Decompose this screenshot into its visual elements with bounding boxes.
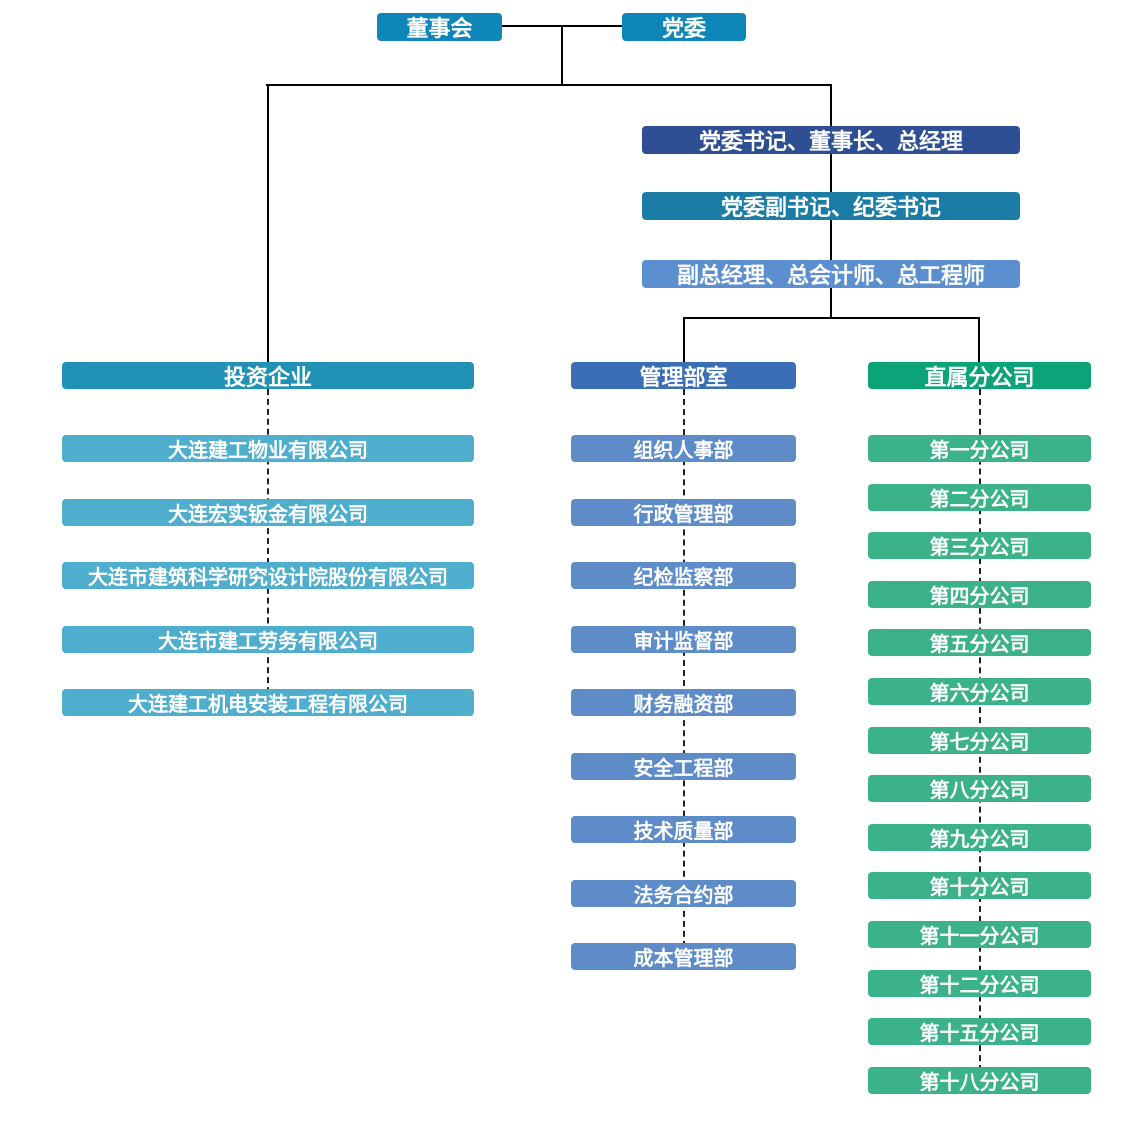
org-node-branch: 第六分公司	[868, 677, 1091, 705]
org-node-investment: 大连建工物业有限公司	[62, 435, 474, 462]
branch-items: 第一分公司第二分公司第三分公司第四分公司第五分公司第六分公司第七分公司第八分公司…	[868, 435, 1091, 1094]
node-deputy-gm-chief-accountant-engineer: 副总经理、总会计师、总工程师	[642, 260, 1020, 288]
org-node-investment: 大连建工机电安装工程有限公司	[62, 689, 474, 716]
column-header-management: 管理部室	[571, 362, 796, 390]
org-node-branch: 第一分公司	[868, 435, 1091, 462]
org-node-department: 纪检监察部	[571, 562, 796, 589]
column-direct-branches: 直属分公司 第一分公司第二分公司第三分公司第四分公司第五分公司第六分公司第七分公…	[868, 362, 1091, 1094]
column-header-branches: 直属分公司	[868, 362, 1091, 390]
org-node-department: 安全工程部	[571, 752, 796, 780]
org-node-branch: 第十五分公司	[868, 1018, 1091, 1046]
org-node-investment: 大连市建筑科学研究设计院股份有限公司	[62, 562, 474, 589]
connector-line	[267, 84, 269, 362]
management-items: 组织人事部行政管理部纪检监察部审计监督部财务融资部安全工程部技术质量部法务合约部…	[571, 435, 796, 970]
org-node-department: 成本管理部	[571, 943, 796, 970]
org-node-investment: 大连宏实钣金有限公司	[62, 498, 474, 526]
org-node-branch: 第八分公司	[868, 775, 1091, 803]
column-management-departments: 管理部室 组织人事部行政管理部纪检监察部审计监督部财务融资部安全工程部技术质量部…	[571, 362, 796, 970]
connector-line	[683, 317, 685, 362]
connector-line	[266, 84, 832, 86]
node-board-of-directors: 董事会	[377, 13, 502, 41]
dashed-connector	[682, 389, 685, 957]
column-header-investment: 投资企业	[62, 362, 474, 390]
connector-line	[978, 317, 980, 362]
org-node-branch: 第三分公司	[868, 532, 1091, 560]
org-node-branch: 第十一分公司	[868, 920, 1091, 948]
org-node-branch: 第二分公司	[868, 483, 1091, 511]
org-node-branch: 第五分公司	[868, 629, 1091, 657]
connector-line	[683, 317, 980, 319]
org-node-branch: 第十八分公司	[868, 1066, 1091, 1094]
node-party-secretary-chairman-gm: 党委书记、董事长、总经理	[642, 126, 1020, 154]
connector-line	[830, 154, 832, 192]
connector-line	[561, 26, 563, 84]
org-node-department: 技术质量部	[571, 816, 796, 843]
org-node-department: 审计监督部	[571, 625, 796, 653]
connector-line	[830, 288, 832, 318]
org-node-department: 组织人事部	[571, 435, 796, 462]
node-deputy-party-secretary: 党委副书记、纪委书记	[642, 192, 1020, 220]
org-node-investment: 大连市建工劳务有限公司	[62, 625, 474, 653]
connector-line	[830, 84, 832, 126]
org-node-department: 财务融资部	[571, 689, 796, 716]
dashed-connector	[267, 389, 269, 703]
column-investment-enterprises: 投资企业 大连建工物业有限公司大连宏实钣金有限公司大连市建筑科学研究设计院股份有…	[62, 362, 474, 716]
node-party-committee: 党委	[622, 13, 746, 41]
connector-line	[830, 220, 832, 260]
org-node-branch: 第十二分公司	[868, 969, 1091, 997]
org-node-department: 行政管理部	[571, 498, 796, 526]
org-node-branch: 第四分公司	[868, 580, 1091, 608]
org-node-branch: 第九分公司	[868, 823, 1091, 851]
org-node-branch: 第十分公司	[868, 872, 1091, 900]
investment-items: 大连建工物业有限公司大连宏实钣金有限公司大连市建筑科学研究设计院股份有限公司大连…	[62, 435, 474, 716]
org-node-department: 法务合约部	[571, 879, 796, 907]
org-node-branch: 第七分公司	[868, 726, 1091, 754]
